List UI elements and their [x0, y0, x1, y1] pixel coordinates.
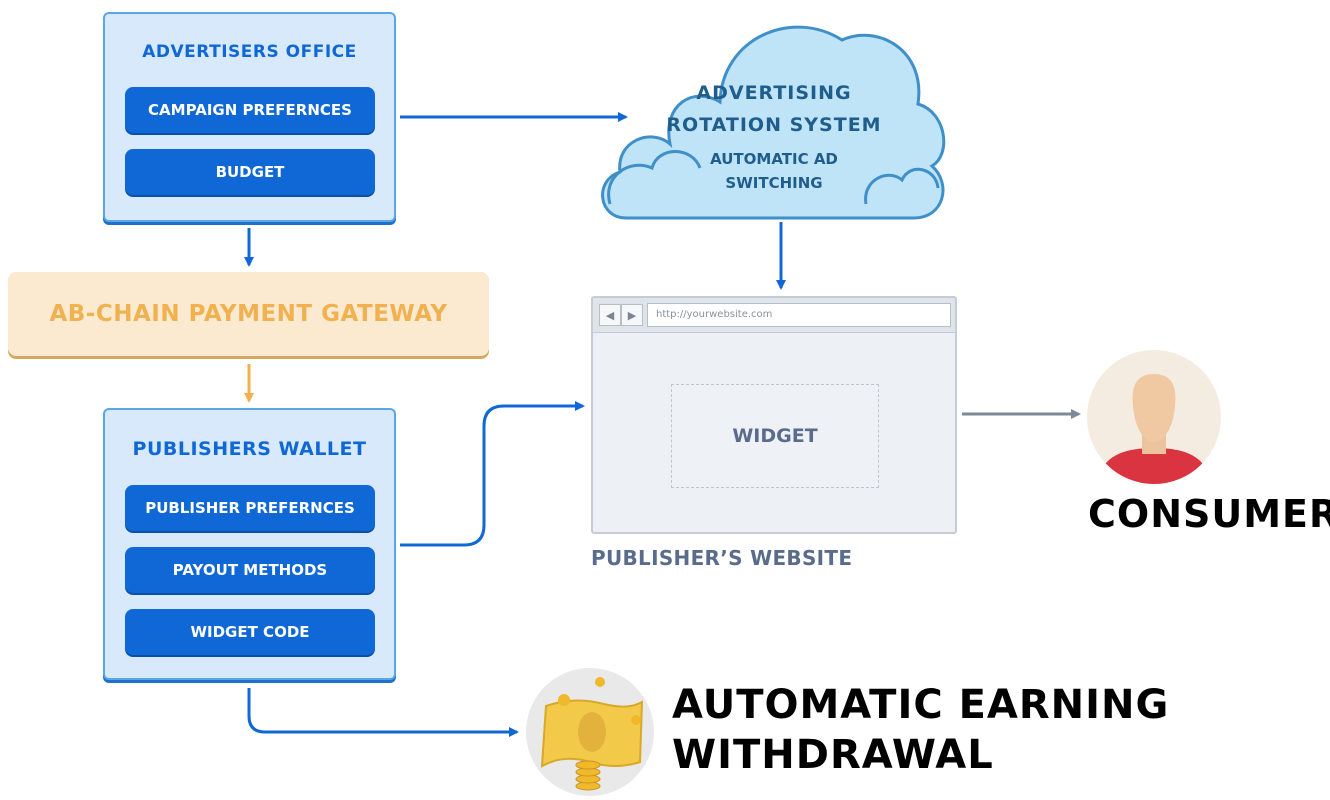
publisher-preferences-button[interactable]: PUBLISHER PREFERNCES — [125, 485, 375, 531]
payment-gateway-box: AB-CHAIN PAYMENT GATEWAY — [8, 272, 489, 356]
advertisers-office-title: ADVERTISERS OFFICE — [142, 42, 357, 62]
earning-label-line2: WITHDRAWAL — [672, 732, 994, 778]
widget-placeholder: WIDGET — [671, 384, 879, 488]
advertising-rotation-cloud: ADVERTISING ROTATION SYSTEM AUTOMATIC AD… — [596, 8, 952, 226]
publisher-website-caption: PUBLISHER’S WEBSITE — [591, 546, 853, 570]
publishers-wallet-panel: PUBLISHERS WALLET PUBLISHER PREFERNCES P… — [103, 408, 396, 680]
back-arrow-icon[interactable]: ◀ — [599, 304, 621, 326]
cloud-subtitle-line2: SWITCHING — [725, 174, 823, 192]
arrow-wallet-to-earning — [247, 688, 519, 737]
consumer-avatar — [1087, 350, 1221, 484]
advertisers-office-panel: ADVERTISERS OFFICE CAMPAIGN PREFERNCES B… — [103, 12, 396, 222]
widget-code-button[interactable]: WIDGET CODE — [125, 609, 375, 655]
consumer-label: CONSUMER — [1088, 492, 1330, 536]
earning-money-illustration — [524, 666, 656, 796]
arrow-wallet-to-browser — [400, 401, 585, 547]
earning-label-line1: AUTOMATIC EARNING — [672, 682, 1170, 728]
browser-toolbar: ◀ ▶ http://yourwebsite.com — [593, 298, 955, 333]
cloud-title-line1: ADVERTISING — [696, 82, 852, 104]
publisher-website-browser: ◀ ▶ http://yourwebsite.com WIDGET — [591, 296, 957, 534]
person-icon — [1087, 350, 1221, 484]
payment-gateway-label: AB-CHAIN PAYMENT GATEWAY — [49, 301, 448, 327]
campaign-preferences-button[interactable]: CAMPAIGN PREFERNCES — [125, 87, 375, 133]
cloud-title-line2: ROTATION SYSTEM — [666, 114, 882, 136]
budget-button[interactable]: BUDGET — [125, 149, 375, 195]
payout-methods-button[interactable]: PAYOUT METHODS — [125, 547, 375, 593]
publishers-wallet-title: PUBLISHERS WALLET — [132, 438, 367, 460]
cloud-icon — [601, 25, 946, 220]
money-icon — [526, 668, 654, 796]
cloud-subtitle-line1: AUTOMATIC AD — [710, 150, 838, 168]
forward-arrow-icon[interactable]: ▶ — [621, 304, 643, 326]
url-bar[interactable]: http://yourwebsite.com — [647, 303, 951, 327]
